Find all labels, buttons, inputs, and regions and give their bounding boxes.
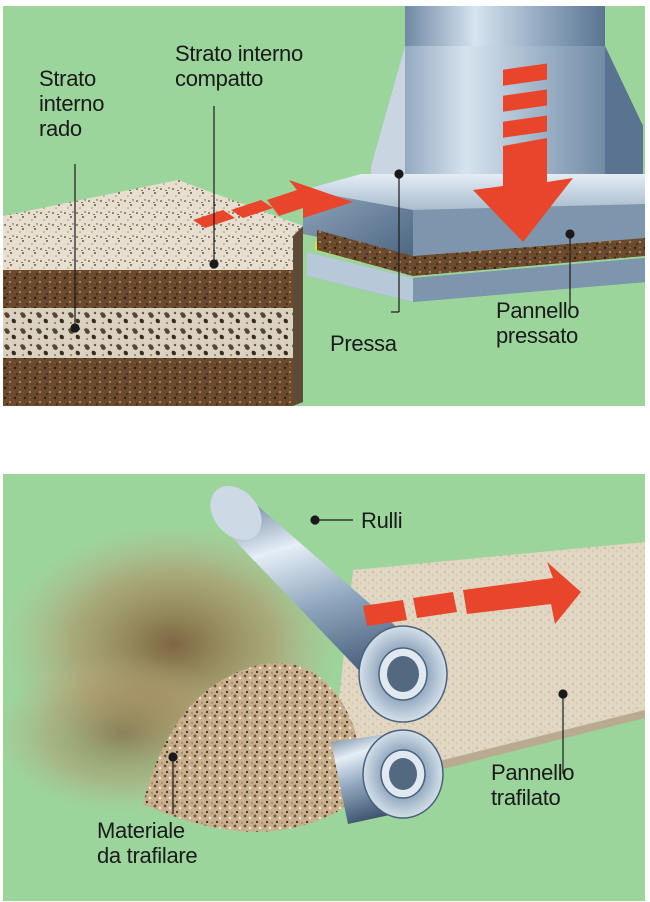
label-material: Materiale da trafilare: [97, 818, 197, 868]
press-force-arrow: [473, 63, 573, 242]
press: [303, 6, 645, 302]
label-press: Pressa: [330, 331, 398, 356]
leader-lines: [168, 515, 568, 814]
label-compact-core: Strato interno compatto: [175, 41, 309, 91]
pressing-diagram: Strato interno rado Strato interno compa…: [3, 6, 645, 406]
label-pressed-panel: Pannello pressato: [496, 298, 585, 348]
bottom-roll: [331, 729, 444, 824]
extrusion-diagram-panel: Rulli Pannello trafilato Materiale da tr…: [3, 474, 645, 901]
label-loose-core: Strato interno rado: [39, 66, 110, 141]
top-roll: [210, 486, 448, 723]
label-rolls: Rulli: [361, 508, 402, 533]
loose-board: [3, 180, 303, 406]
extrusion-diagram: Rulli Pannello trafilato Materiale da tr…: [3, 474, 645, 901]
leader-lines: [70, 106, 575, 333]
label-extruded-panel: Pannello trafilato: [491, 760, 580, 810]
extrusion-arrow: [363, 562, 581, 626]
material-pile: [143, 662, 360, 832]
pressing-diagram-panel: Strato interno rado Strato interno compa…: [3, 6, 645, 406]
